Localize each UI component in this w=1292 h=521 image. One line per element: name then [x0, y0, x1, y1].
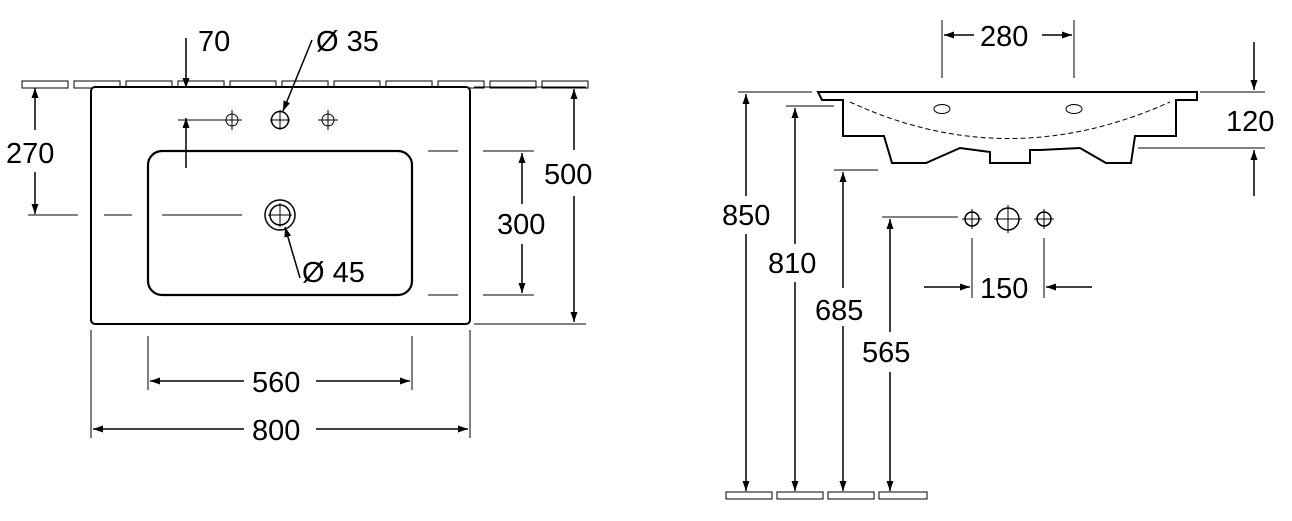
dim-underside-height: 810: [768, 248, 816, 280]
bowl-outline: [146, 149, 414, 297]
dim-total-depth: 500: [544, 159, 592, 191]
dim-tap-spacing: 280: [980, 21, 1028, 53]
basin-profile: [816, 91, 1198, 164]
dim-supply-height: 565: [862, 337, 910, 369]
dim-supply-spacing: 150: [980, 273, 1028, 305]
dim-tap-hole: Ø 35: [316, 26, 379, 58]
dim-waste-height: 685: [815, 295, 863, 327]
dim-tap-offset: 70: [198, 26, 230, 58]
dim-tap-to-waste: 270: [6, 138, 54, 170]
dim-bowl-depth: 300: [497, 209, 545, 241]
dim-waste-hole: Ø 45: [302, 257, 365, 289]
floor-tiles: [725, 491, 928, 500]
side-view: 280 120 850 810 685 565: [722, 20, 1274, 500]
supply-connections: [962, 205, 1054, 233]
front-view: 70 Ø 35 Ø 45 270 500 300 560: [6, 26, 592, 447]
tap-holes: [222, 110, 338, 130]
dim-basin-height: 120: [1226, 106, 1274, 138]
waste-outlet: [264, 199, 296, 231]
dim-total-width: 800: [252, 415, 300, 447]
dim-rim-height: 850: [722, 200, 770, 232]
dim-bowl-width: 560: [252, 367, 300, 399]
